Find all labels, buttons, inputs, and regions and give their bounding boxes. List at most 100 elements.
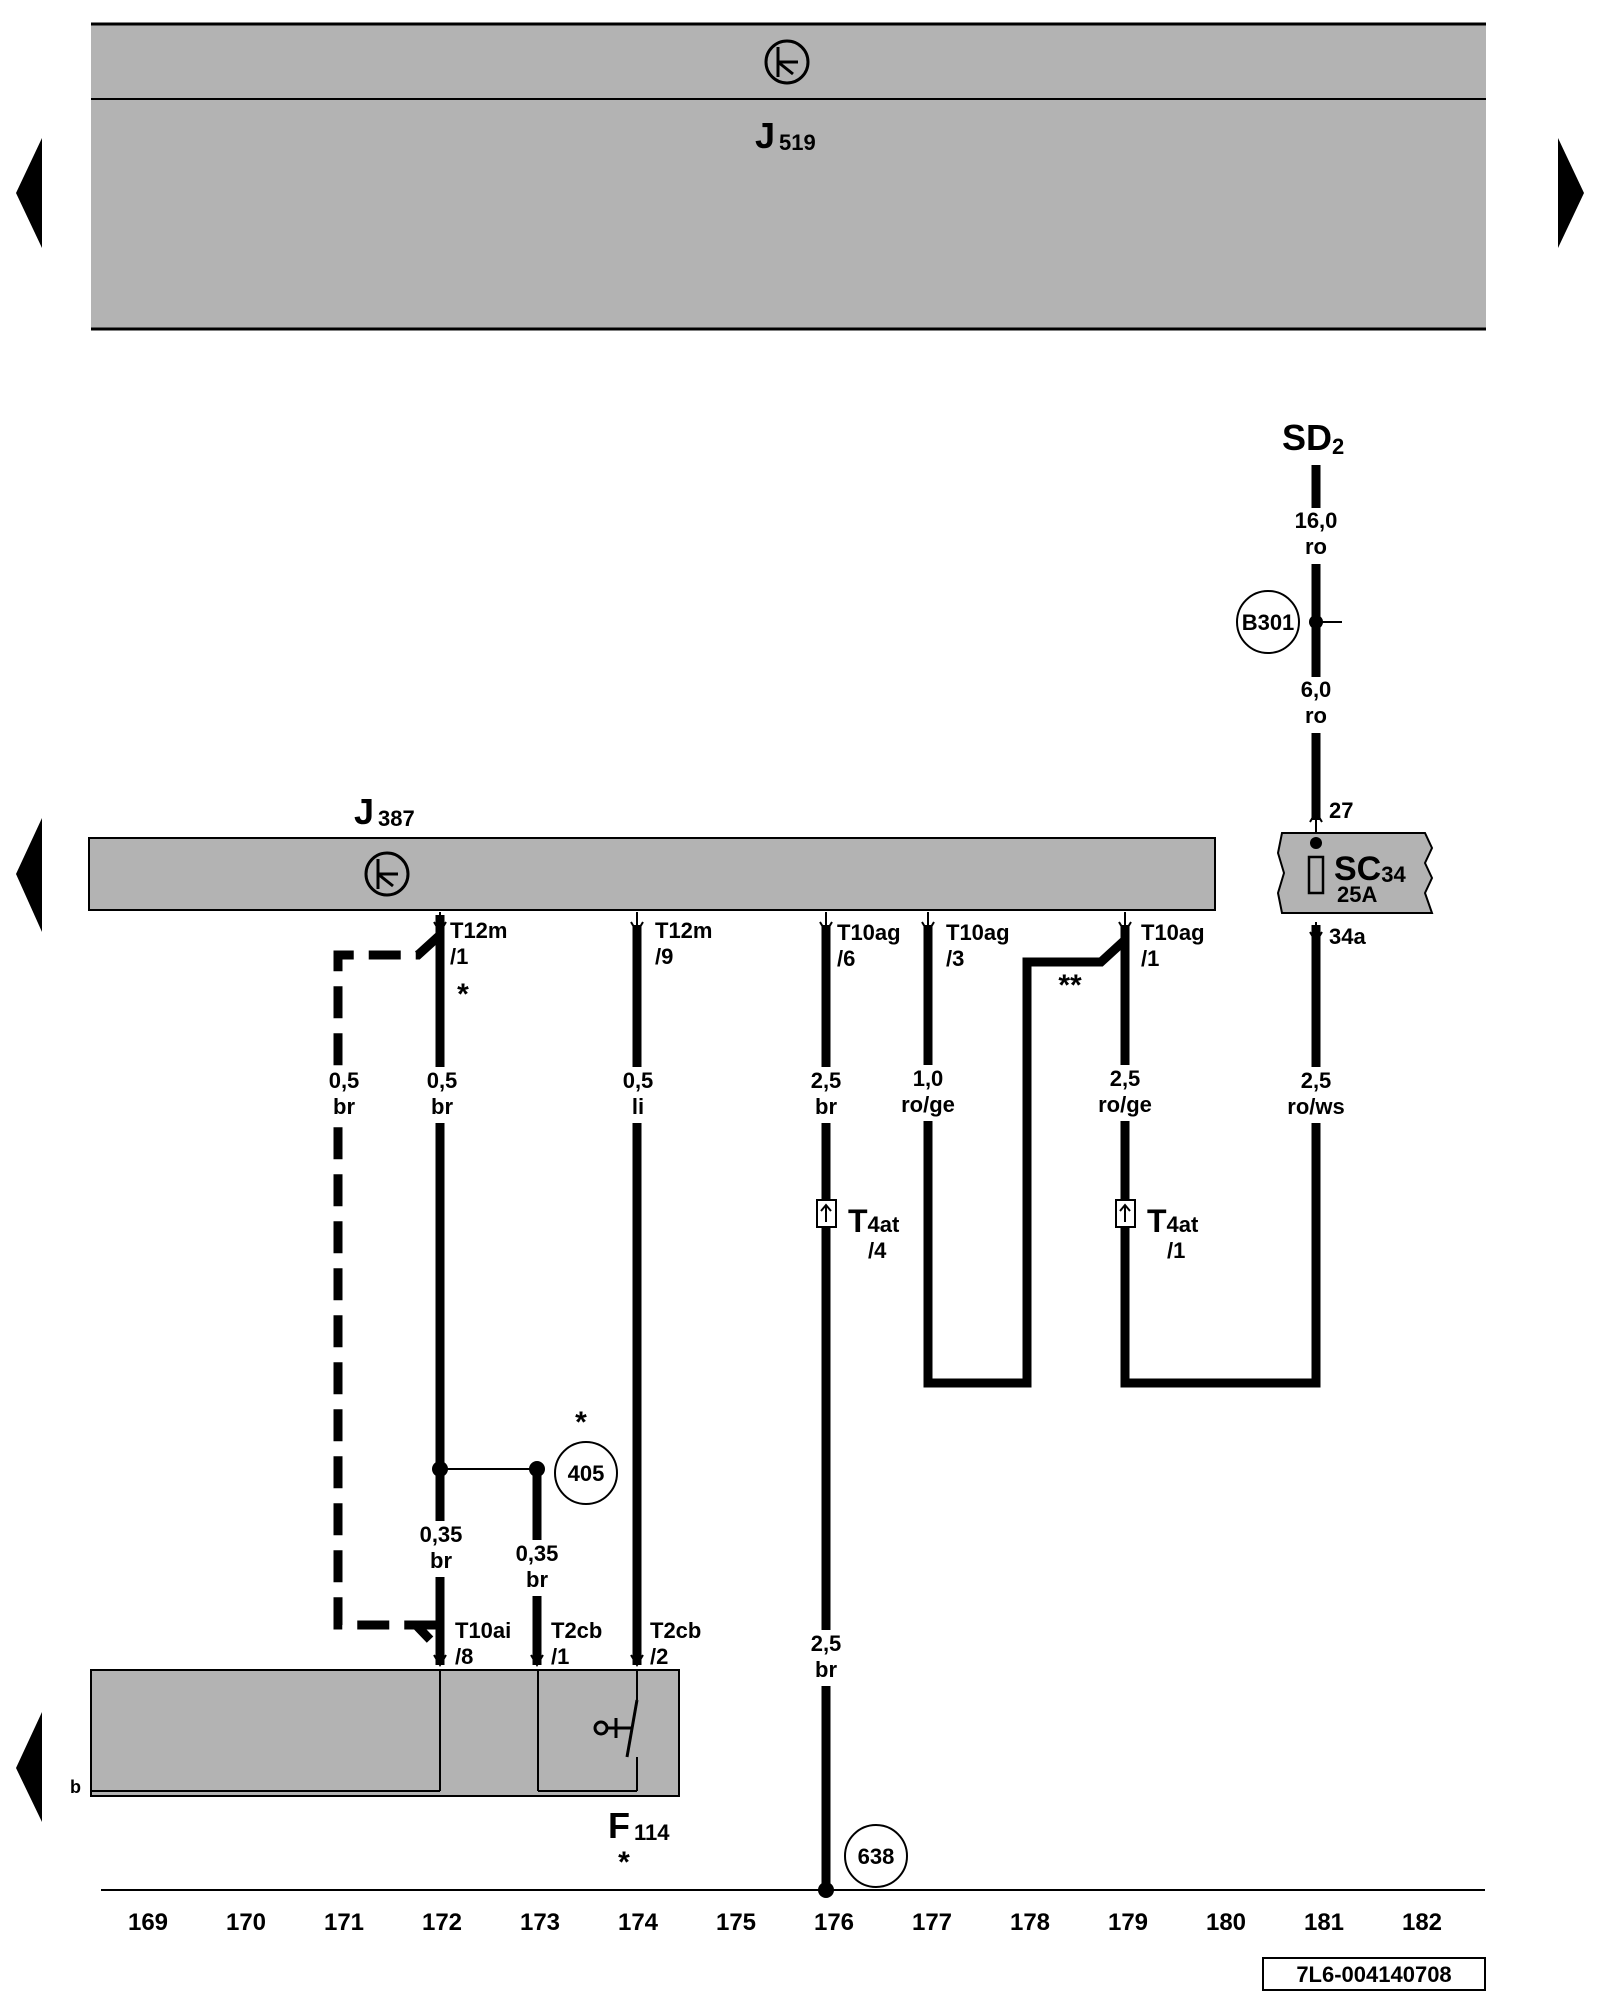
svg-text:T4at: T4at [848, 1203, 900, 1239]
svg-text:0,35: 0,35 [516, 1541, 559, 1566]
splice-dot-b301 [1309, 615, 1323, 629]
svg-text:/8: /8 [455, 1644, 473, 1669]
svg-text:/6: /6 [837, 946, 855, 971]
svg-text:li: li [632, 1094, 644, 1119]
wires [333, 465, 1342, 1890]
svg-text:ro/ws: ro/ws [1287, 1094, 1344, 1119]
connector-t4at-icon-179 [1115, 1199, 1136, 1228]
axis-tick-label: 170 [226, 1909, 266, 1936]
svg-text:2,5: 2,5 [811, 1631, 842, 1656]
b-label: b [70, 1777, 81, 1797]
svg-text:/1: /1 [450, 944, 468, 969]
nav-left-arrow-bottom[interactable] [16, 1712, 42, 1822]
svg-text:T10ag: T10ag [1141, 920, 1205, 945]
axis-tick-label: 178 [1010, 1909, 1050, 1936]
electronic-component-icon [364, 851, 410, 897]
svg-text:T4at: T4at [1147, 1203, 1199, 1239]
svg-text:/1: /1 [551, 1644, 569, 1669]
axis-tick-label: 173 [520, 1909, 560, 1936]
splice-dot-sc34 [1310, 837, 1322, 849]
axis-tick-label: 177 [912, 1909, 952, 1936]
svg-text:br: br [430, 1548, 452, 1573]
svg-text:br: br [815, 1094, 837, 1119]
svg-text:/3: /3 [946, 946, 964, 971]
fuse-sc34: SC34 25A [1276, 832, 1434, 914]
switch-contact-icon [593, 1699, 639, 1758]
svg-text:ro/ge: ro/ge [901, 1092, 955, 1117]
svg-text:/1: /1 [1141, 946, 1159, 971]
svg-text:T2cb: T2cb [650, 1618, 701, 1643]
svg-text:T12m: T12m [655, 918, 712, 943]
footnote-star-405: * [575, 1406, 587, 1439]
ref-405[interactable]: 405 [554, 1441, 618, 1505]
svg-text:br: br [333, 1094, 355, 1119]
splice-dot-172 [432, 1461, 448, 1477]
connector-labels: T12m /1 T12m /9 T10ag /6 T10ag /3 T10ag … [450, 798, 1366, 1669]
nav-left-arrow-top[interactable] [16, 138, 42, 248]
sc34-rating: 25A [1337, 882, 1377, 907]
svg-text:T10ag: T10ag [946, 920, 1010, 945]
svg-text:/9: /9 [655, 944, 673, 969]
svg-text:0,35: 0,35 [420, 1522, 463, 1547]
connector-t4at-icon-176 [816, 1199, 837, 1228]
axis-tick-label: 171 [324, 1909, 364, 1936]
axis-tick-label: 172 [422, 1909, 462, 1936]
sc34-label: SC34 [1334, 850, 1406, 888]
svg-text:0,5: 0,5 [623, 1068, 654, 1093]
svg-text:16,0: 16,0 [1295, 508, 1338, 533]
svg-text:2,5: 2,5 [1301, 1068, 1332, 1093]
nav-left-arrow-middle[interactable] [16, 818, 42, 932]
svg-text:2,5: 2,5 [1110, 1066, 1141, 1091]
svg-text:0,5: 0,5 [329, 1068, 360, 1093]
svg-text:ro/ge: ro/ge [1098, 1092, 1152, 1117]
svg-text:2,5: 2,5 [811, 1068, 842, 1093]
footnote-star-172: * [457, 978, 469, 1011]
svg-text:ro: ro [1305, 703, 1327, 728]
svg-text:/4: /4 [868, 1238, 887, 1263]
svg-text:638: 638 [858, 1844, 895, 1869]
axis-tick-label: 179 [1108, 1909, 1148, 1936]
svg-text:br: br [431, 1094, 453, 1119]
nav-right-arrow-top[interactable] [1558, 138, 1584, 248]
diagram-code-box: 7L6-004140708 [1262, 1957, 1486, 1991]
splice-dot-173 [529, 1461, 545, 1477]
wire-171-dashed [333, 931, 444, 1654]
svg-text:/2: /2 [650, 1644, 668, 1669]
axis-tick-label: 182 [1402, 1909, 1442, 1936]
axis-tick-label: 176 [814, 1909, 854, 1936]
svg-text:T10ai: T10ai [455, 1618, 511, 1643]
svg-text:7L6-004140708: 7L6-004140708 [1296, 1962, 1451, 1987]
svg-text:B301: B301 [1242, 610, 1295, 635]
svg-text:T12m: T12m [450, 918, 507, 943]
axis-tick-label: 180 [1206, 1909, 1246, 1936]
svg-text:34a: 34a [1329, 924, 1366, 949]
svg-text:ro: ro [1305, 534, 1327, 559]
svg-text:6,0: 6,0 [1301, 677, 1332, 702]
electronic-component-icon [764, 39, 810, 85]
svg-text:T10ag: T10ag [837, 920, 901, 945]
axis-tick-label: 181 [1304, 1909, 1344, 1936]
svg-text:br: br [526, 1567, 548, 1592]
svg-text:1,0: 1,0 [913, 1066, 944, 1091]
svg-text:27: 27 [1329, 798, 1353, 823]
wire-labels: 0,5 br 0,5 br 0,35 br 0,35 br 0,5 li 2,5… [320, 508, 1348, 1686]
svg-text:/1: /1 [1167, 1238, 1185, 1263]
f114-note: * [618, 1846, 630, 1879]
axis-tick-label: 169 [128, 1909, 168, 1936]
axis-tick-label: 174 [618, 1909, 659, 1936]
axis-labels: 169 170 171 172 173 174 175 176 177 178 179 180 181 1… [128, 1909, 1442, 1936]
axis-tick-label: 175 [716, 1909, 756, 1936]
footnote-double-star: ** [1058, 969, 1082, 1002]
ref-638[interactable]: 638 [844, 1824, 908, 1888]
sd2-label: SD2 [1282, 417, 1344, 459]
fuse-icon [1307, 855, 1325, 895]
ref-b301[interactable]: B301 [1236, 590, 1300, 654]
svg-text:405: 405 [568, 1461, 605, 1486]
